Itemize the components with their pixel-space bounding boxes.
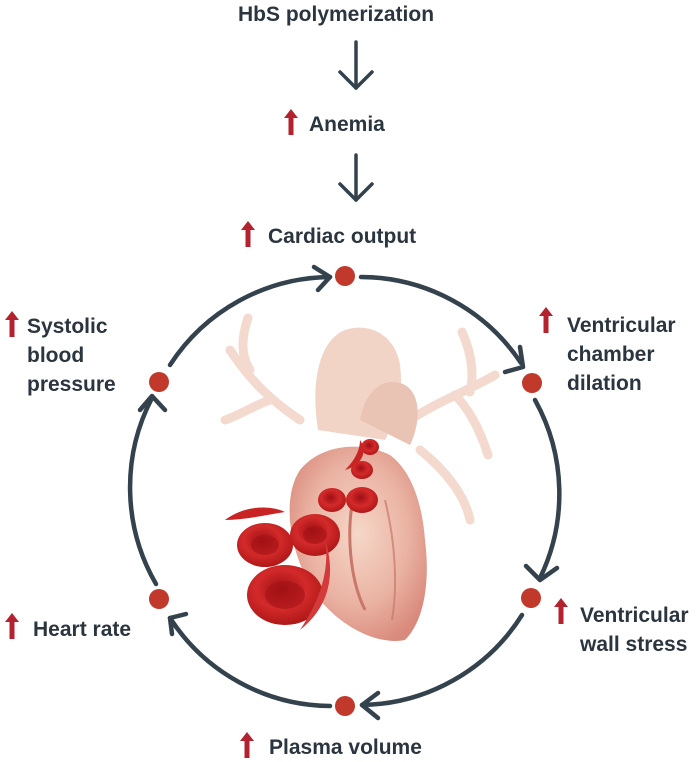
label-line: chamber [567,343,655,366]
heart-illustration [220,313,500,641]
up-arrow-icon [5,613,19,639]
up-arrow-icon [554,598,568,624]
node-heart-rate [149,589,169,609]
label-cardiac-output: Cardiac output [268,225,417,248]
cycle-nodes [149,266,542,716]
label-line: wall stress [580,633,688,656]
node-ventricular-dilation [522,373,542,393]
cycle-arrows [127,264,562,721]
up-arrow-icon [240,732,254,758]
label-systolic-blood-pressure: Systolic blood pressure [27,312,116,399]
up-arrow-icon [5,311,19,337]
down-arrow-icon [338,40,374,90]
label-line: dilation [567,372,642,395]
up-arrow-icon [241,221,255,247]
node-systolic-bp [149,372,169,392]
label-plasma-volume: Plasma volume [269,736,422,759]
down-arrow-icon [338,153,374,202]
label-line: Systolic [27,315,108,338]
up-arrow-icon [284,109,298,135]
label-ventricular-wall-stress: Ventricular wall stress [580,601,689,659]
node-plasma-volume [335,696,355,716]
label-ventricular-chamber-dilation: Ventricular chamber dilation [567,311,676,398]
up-arrow-icons [5,109,568,758]
label-line: pressure [27,373,116,396]
up-arrow-icon [539,307,553,333]
label-heart-rate: Heart rate [33,618,132,641]
label-line: Ventricular [567,314,676,337]
label-anemia: Anemia [309,113,385,136]
label-hbs-polymerization: HbS polymerization [238,3,435,26]
node-wall-stress [521,588,541,608]
label-line: Ventricular [580,604,689,627]
node-cardiac-output [335,266,355,286]
label-line: blood [27,344,85,367]
